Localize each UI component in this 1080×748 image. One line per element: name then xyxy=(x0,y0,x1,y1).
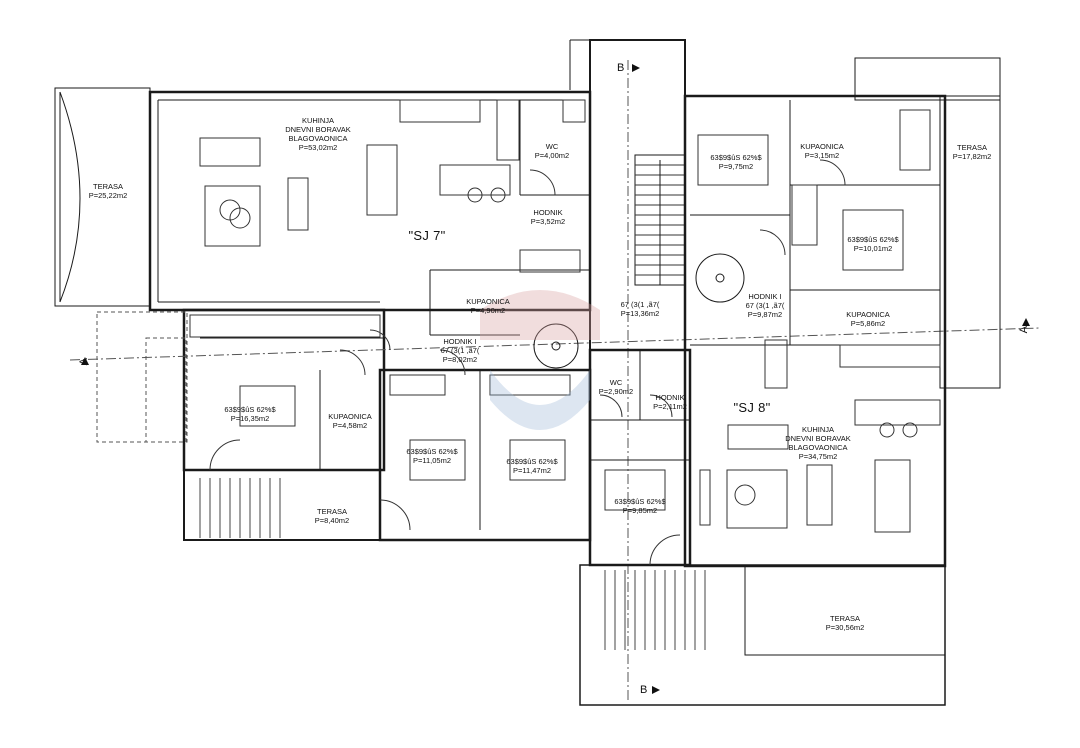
room-name: 67 (3(1 ,ã7( xyxy=(620,300,660,309)
room-area: P=53,02m2 xyxy=(298,143,338,152)
room-name: HODNIK I xyxy=(748,292,782,301)
room-area: P=9,85m2 xyxy=(622,506,658,515)
room-name: WC xyxy=(609,378,623,387)
terrace-sj8-south xyxy=(579,564,946,706)
room-name: 67 (3(1 ,ã7( xyxy=(745,301,785,310)
terrace-northeast xyxy=(854,57,1001,389)
room-name: 63$9$ûS 62%$ xyxy=(614,497,666,506)
section-a-right: A xyxy=(1018,326,1030,334)
room-name: KUHINJA xyxy=(301,116,335,125)
room-label-soba7a: 63$9$ûS 62%$P=16,35m2 xyxy=(224,405,275,423)
terrace-west xyxy=(54,87,151,307)
room-area: P=4,00m2 xyxy=(534,151,570,160)
room-area: P=4,58m2 xyxy=(332,421,368,430)
room-name: KUPAONICA xyxy=(328,412,372,421)
room-area: P=10,01m2 xyxy=(853,244,893,253)
room-area: P=13,36m2 xyxy=(620,309,660,318)
room-label-stair: 67 (3(1 ,ã7(P=13,36m2 xyxy=(621,300,660,318)
furniture-sj7 xyxy=(189,99,586,481)
room-area: P=3,15m2 xyxy=(804,151,840,160)
room-name: BLAGOVAONICA xyxy=(788,443,848,452)
room-area: P=2,90m2 xyxy=(598,387,634,396)
room-label-soba8c: 63$9$ûS 62%$P=9,85m2 xyxy=(614,497,665,515)
room-label-soba7b: 63$9$ûS 62%$P=11,05m2 xyxy=(406,447,457,465)
room-area: P=17,82m2 xyxy=(952,152,992,161)
room-area: P=9,87m2 xyxy=(747,310,783,319)
room-name: TERASA xyxy=(829,614,861,623)
walls-sj7 xyxy=(148,90,592,542)
room-name: 63$9$ûS 62%$ xyxy=(224,405,276,414)
room-area: P=11,05m2 xyxy=(412,456,452,465)
room-name: KUPAONICA xyxy=(846,310,890,319)
room-name: 63$9$ûS 62%$ xyxy=(710,153,762,162)
room-area: P=2,11m2 xyxy=(653,402,687,411)
room-name: DNEVNI BORAVAK xyxy=(785,434,851,443)
section-b-bottom: B xyxy=(640,684,648,696)
room-name: HODNIK I xyxy=(443,337,477,346)
stair-core xyxy=(533,39,745,369)
room-name: BLAGOVAONICA xyxy=(288,134,348,143)
room-name: WC xyxy=(545,142,559,151)
room-name: 63$9$ûS 62%$ xyxy=(847,235,899,244)
watermark-logo xyxy=(480,290,600,430)
unit-label-sj7: "SJ 7" xyxy=(408,228,446,243)
room-label-soba8b: 63$9$ûS 62%$P=10,01m2 xyxy=(847,235,898,253)
room-area: P=9,75m2 xyxy=(718,162,754,171)
room-name: 63$9$ûS 62%$ xyxy=(406,447,458,456)
room-name: 67 (3(1 ,ã7( xyxy=(440,346,480,355)
room-name: KUPAONICA xyxy=(466,297,510,306)
room-area: P=16,35m2 xyxy=(230,414,270,423)
room-area: P=8,40m2 xyxy=(314,516,350,525)
section-a-left: A xyxy=(78,358,90,366)
room-area: P=4,90m2 xyxy=(470,306,506,315)
terrace-sj7-south xyxy=(183,469,381,541)
door-swings xyxy=(209,159,846,566)
room-name: 63$9$ûS 62%$ xyxy=(506,457,558,466)
room-name: TERASA xyxy=(956,143,988,152)
unit-label-sj8: "SJ 8" xyxy=(733,400,771,415)
room-label-soba8a: 63$9$ûS 62%$P=9,75m2 xyxy=(710,153,761,171)
room-name: TERASA xyxy=(92,182,124,191)
room-name: TERASA xyxy=(316,507,347,516)
room-area: P=5,86m2 xyxy=(850,319,886,328)
room-area: P=34,75m2 xyxy=(798,452,838,461)
room-label-soba7c: 63$9$ûS 62%$P=11,47m2 xyxy=(506,457,557,475)
room-name: KUPAONICA xyxy=(800,142,844,151)
room-name: HODNIK xyxy=(655,393,685,402)
section-b-top: B xyxy=(617,62,625,74)
room-area: P=3,52m2 xyxy=(530,217,566,226)
room-name: KUHINJA xyxy=(801,425,835,434)
room-area: P=30,56m2 xyxy=(825,623,865,632)
room-area: P=8,02m2 xyxy=(442,355,478,364)
room-name: HODNIK xyxy=(533,208,563,217)
furniture-sj8 xyxy=(604,109,941,533)
room-name: DNEVNI BORAVAK xyxy=(285,125,351,134)
room-area: P=25,22m2 xyxy=(88,191,128,200)
room-area: P=11,47m2 xyxy=(512,466,552,475)
section-markers xyxy=(81,64,1030,694)
